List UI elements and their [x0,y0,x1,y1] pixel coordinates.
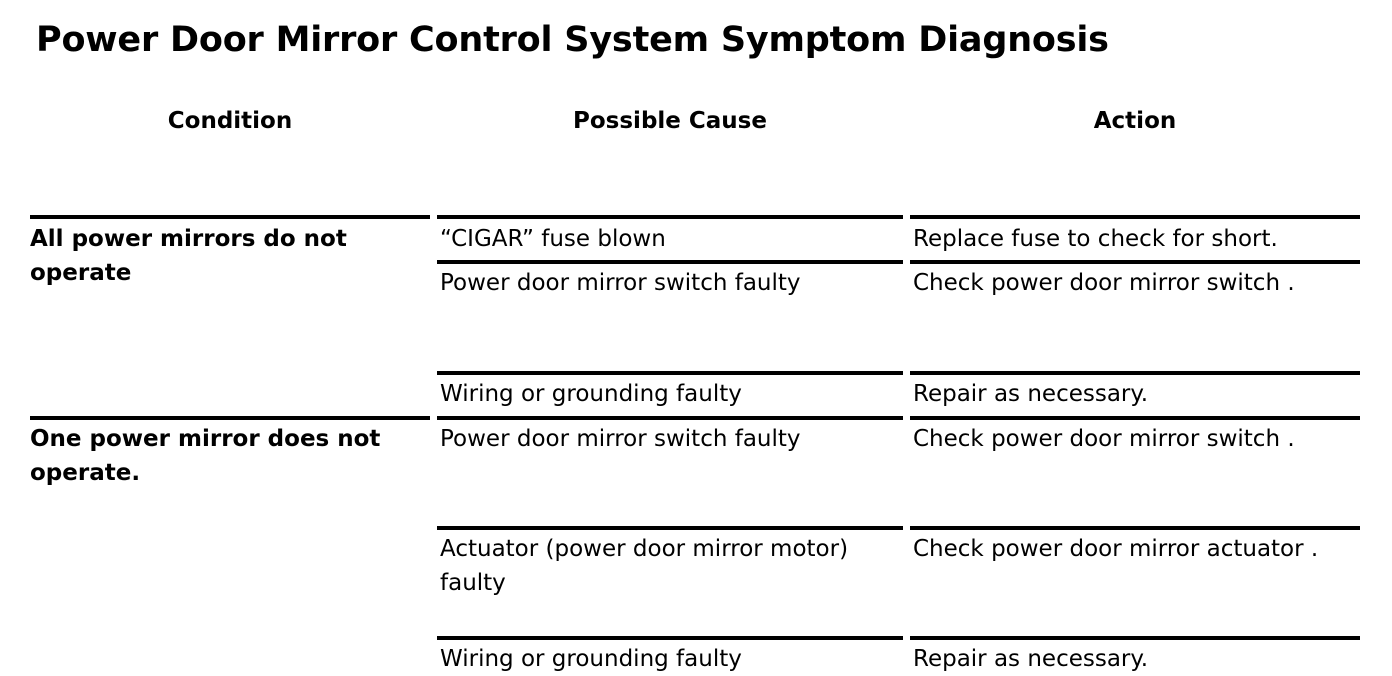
table-rule-action [910,371,1360,375]
possible-cause-cell: “CIGAR” fuse blown [440,226,666,252]
possible-cause-cell: Wiring or grounding faulty [440,381,742,407]
table-rule-action [910,260,1360,264]
table-rule-cause [437,636,903,640]
table-rule-top-cause [437,215,903,219]
action-cell: Check power door mirror actuator . [913,536,1319,562]
action-cell: Repair as necessary. [913,646,1149,672]
column-header-condition: Condition [167,108,293,134]
table-rule-action [910,416,1360,420]
symptom-diagnosis-table: Condition Possible Cause Action All powe… [0,96,1392,672]
table-rule-cause [437,526,903,530]
column-header-possible-cause: Possible Cause [573,108,767,134]
possible-cause-cell: Wiring or grounding faulty [440,646,742,672]
column-header-action: Action [1093,108,1177,134]
table-rule-cause [437,371,903,375]
condition-cell: All power mirrors do not operate [30,226,347,286]
table-rule-top-condition [30,215,430,219]
table-rule-action [910,526,1360,530]
action-cell: Repair as necessary. [913,381,1149,407]
table-rule-cause [437,416,903,420]
action-cell: Check power door mirror switch . [913,270,1295,296]
table-rule-action [910,636,1360,640]
action-cell: Replace fuse to check for short. [913,226,1278,252]
table-body: All power mirrors do not operate “CIGAR”… [0,154,1392,672]
table-rule-top-action [910,215,1360,219]
possible-cause-cell: Actuator (power door mirror motor) fault… [440,536,849,596]
possible-cause-cell: Power door mirror switch faulty [440,270,801,296]
table-rule-cause [437,260,903,264]
action-cell: Check power door mirror switch . [913,426,1295,452]
document-page: Power Door Mirror Control System Symptom… [0,20,1392,672]
page-title: Power Door Mirror Control System Symptom… [36,20,1109,60]
possible-cause-cell: Power door mirror switch faulty [440,426,801,452]
table-header-row: Condition Possible Cause Action [0,96,1392,154]
condition-cell: One power mirror does not operate. [30,426,381,486]
table-rule-condition [30,416,430,420]
